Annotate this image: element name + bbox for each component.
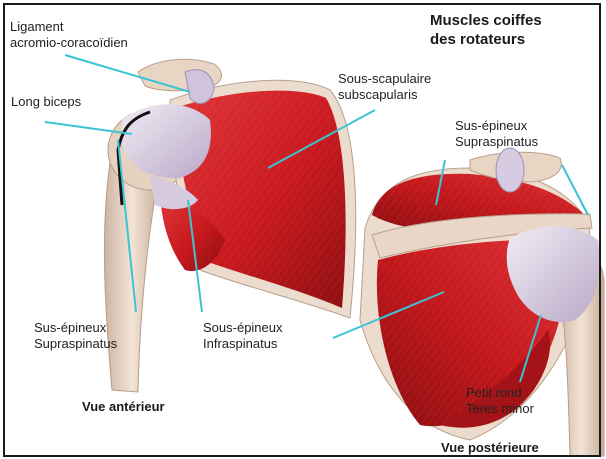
label-long-biceps: Long biceps bbox=[11, 94, 81, 110]
label-supraspinatus-posterior-line2: Supraspinatus bbox=[455, 134, 538, 150]
label-infraspinatus-line1: Sous-épineux bbox=[203, 320, 283, 336]
clavicle-end-posterior bbox=[496, 148, 524, 192]
title-line-1: Muscles coiffes bbox=[430, 11, 542, 30]
label-teres-minor-line1: Petit rond bbox=[466, 385, 534, 401]
label-supraspinatus-posterior-line1: Sus-épineux bbox=[455, 118, 538, 134]
label-subscapularis-line1: Sous-scapulaire bbox=[338, 71, 431, 87]
label-teres-minor: Petit rond Teres minor bbox=[466, 385, 534, 417]
diagram-title: Muscles coiffes des rotateurs bbox=[430, 11, 542, 49]
label-infraspinatus: Sous-épineux Infraspinatus bbox=[203, 320, 283, 352]
label-supraspinatus-posterior: Sus-épineux Supraspinatus bbox=[455, 118, 538, 150]
label-subscapularis: Sous-scapulaire subscapularis bbox=[338, 71, 431, 103]
label-ligament-line2: acromio-coracoïdien bbox=[10, 35, 128, 51]
caption-anterior-view: Vue antérieur bbox=[82, 399, 165, 414]
label-supraspinatus-anterior-line1: Sus-épineux bbox=[34, 320, 117, 336]
label-subscapularis-line2: subscapularis bbox=[338, 87, 431, 103]
title-line-2: des rotateurs bbox=[430, 30, 542, 49]
label-supraspinatus-anterior-line2: Supraspinatus bbox=[34, 336, 117, 352]
label-ligament: Ligament acromio-coracoïdien bbox=[10, 19, 128, 51]
label-teres-minor-line2: Teres minor bbox=[466, 401, 534, 417]
label-infraspinatus-line2: Infraspinatus bbox=[203, 336, 283, 352]
caption-posterior-view: Vue postérieure bbox=[441, 440, 539, 455]
label-supraspinatus-anterior: Sus-épineux Supraspinatus bbox=[34, 320, 117, 352]
label-ligament-line1: Ligament bbox=[10, 19, 128, 35]
